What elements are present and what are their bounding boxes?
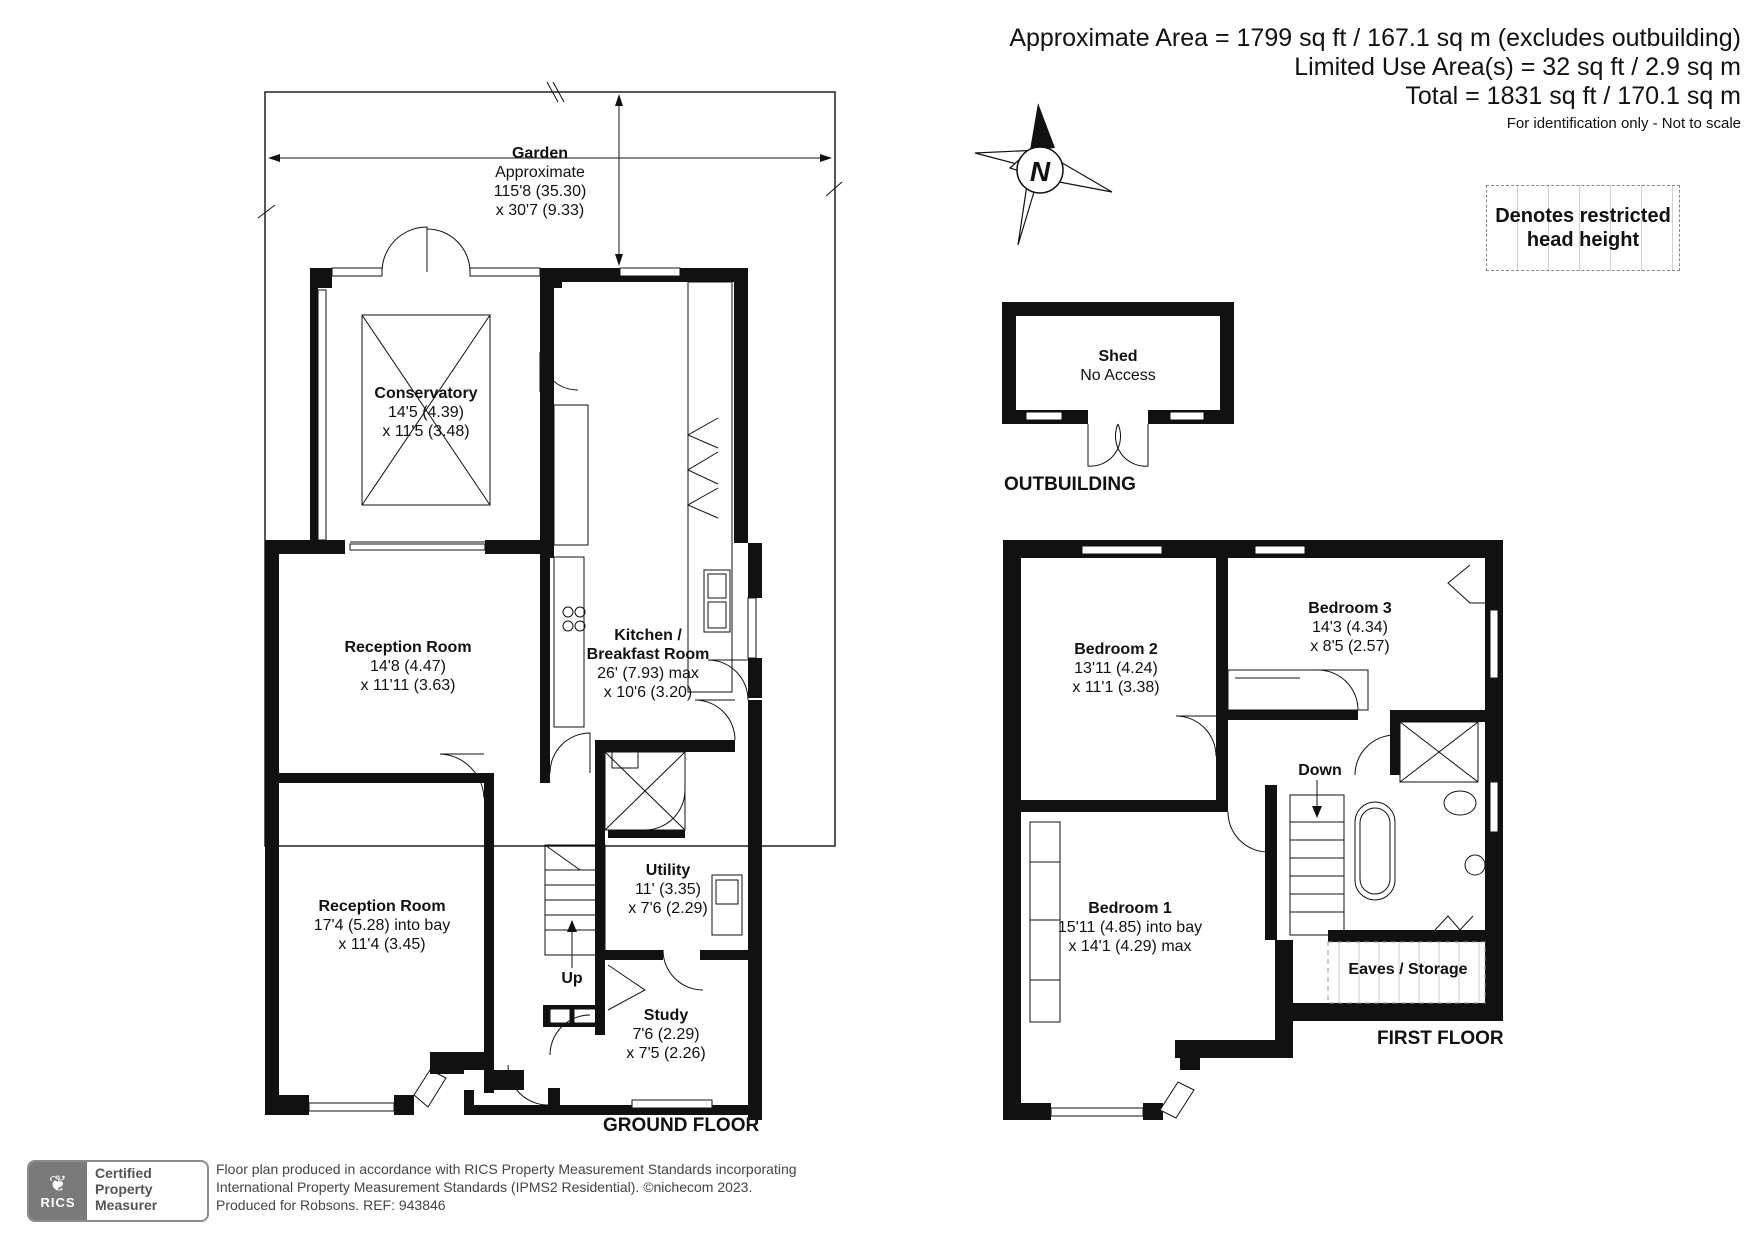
reception-rear-dim-2: x 11'11 (3.63) <box>361 677 456 694</box>
study-name: Study <box>644 1007 689 1024</box>
legend-line-1: Denotes restricted <box>1495 205 1671 227</box>
garden-outline <box>264 91 836 847</box>
rics-wordmark: RICS <box>40 1194 76 1210</box>
garden-name: Garden <box>512 145 568 162</box>
study-dim-2: x 7'5 (2.26) <box>626 1045 706 1062</box>
footer-notes: Floor plan produced in accordance with R… <box>216 1160 797 1214</box>
kitchen-dim-2: x 10'6 (3.20) <box>604 684 692 701</box>
garden-dim-1: 115'8 (35.30) <box>494 183 587 200</box>
reception-rear-dim-1: 14'8 (4.47) <box>370 658 446 675</box>
reception-front-name: Reception Room <box>318 898 445 915</box>
conservatory-dim-2: x 11'5 (3.48) <box>382 423 469 440</box>
area-summary: Approximate Area = 1799 sq ft / 167.1 sq… <box>1009 24 1741 132</box>
bedroom3-dim-2: x 8'5 (2.57) <box>1310 638 1390 655</box>
shed-note: No Access <box>1080 367 1156 384</box>
footer-line-3: Produced for Robsons. REF: 943846 <box>216 1197 446 1213</box>
conservatory-name: Conservatory <box>374 385 477 402</box>
badge-line-3: Measurer <box>95 1197 158 1213</box>
disclaimer: For identification only - Not to scale <box>1506 115 1741 132</box>
utility-dim-2: x 7'6 (2.29) <box>628 900 708 917</box>
utility-name: Utility <box>646 862 691 879</box>
utility-dim-1: 11' (3.35) <box>635 881 701 898</box>
legend-line-2: head height <box>1526 229 1640 251</box>
bedroom2-name: Bedroom 2 <box>1074 641 1158 658</box>
total-area: Total = 1831 sq ft / 170.1 sq m <box>1405 82 1741 110</box>
limited-use-area: Limited Use Area(s) = 32 sq ft / 2.9 sq … <box>1294 53 1741 81</box>
rics-crest-icon: ❦ <box>48 1170 68 1196</box>
conservatory-dim-1: 14'5 (4.39) <box>388 404 464 421</box>
reception-front-dim-2: x 11'4 (3.45) <box>338 936 425 953</box>
bedroom1-dim-1: 15'11 (4.85) into bay <box>1058 919 1202 936</box>
kitchen-name-2: Breakfast Room <box>587 646 710 663</box>
north-compass-icon: N <box>974 103 1113 246</box>
stairs-down-label: Down <box>1298 762 1342 779</box>
footer-line-1: Floor plan produced in accordance with R… <box>216 1161 797 1177</box>
garden-note: Approximate <box>495 164 585 181</box>
approximate-area: Approximate Area = 1799 sq ft / 167.1 sq… <box>1009 24 1741 52</box>
study-dim-1: 7'6 (2.29) <box>632 1026 699 1043</box>
stairs-up-label: Up <box>561 970 583 987</box>
kitchen-dim-1: 26' (7.93) max <box>597 665 699 682</box>
bedroom3-dim-1: 14'3 (4.34) <box>1312 619 1388 636</box>
footer-line-2: International Property Measurement Stand… <box>216 1179 753 1195</box>
bedroom2-dim-2: x 11'1 (3.38) <box>1072 679 1159 696</box>
bedroom1-dim-2: x 14'1 (4.29) max <box>1068 938 1191 955</box>
rics-logo: ❦ RICS <box>29 1162 87 1220</box>
reception-rear-name: Reception Room <box>344 639 471 656</box>
ground-floor-label: GROUND FLOOR <box>603 1115 759 1136</box>
restricted-height-legend: Denotes restricted head height <box>1486 185 1680 271</box>
bedroom1-name: Bedroom 1 <box>1088 900 1172 917</box>
bedroom3-name: Bedroom 3 <box>1308 600 1392 617</box>
badge-line-2: Property <box>95 1181 153 1197</box>
outbuilding-label: OUTBUILDING <box>1004 474 1136 495</box>
eaves-storage-name: Eaves / Storage <box>1348 961 1467 978</box>
compass-north-label: N <box>1030 156 1051 187</box>
rics-certified-badge: ❦ RICS Certified Property Measurer <box>27 1160 209 1222</box>
garden-dim-2: x 30'7 (9.33) <box>496 202 584 219</box>
first-floor-label: FIRST FLOOR <box>1377 1028 1504 1049</box>
shed-name: Shed <box>1098 348 1137 365</box>
bedroom2-dim-1: 13'11 (4.24) <box>1074 660 1158 677</box>
certified-measurer-text: Certified Property Measurer <box>87 1162 207 1220</box>
reception-front-dim-1: 17'4 (5.28) into bay <box>314 917 450 934</box>
kitchen-name-1: Kitchen / <box>614 627 682 644</box>
badge-line-1: Certified <box>95 1165 152 1181</box>
